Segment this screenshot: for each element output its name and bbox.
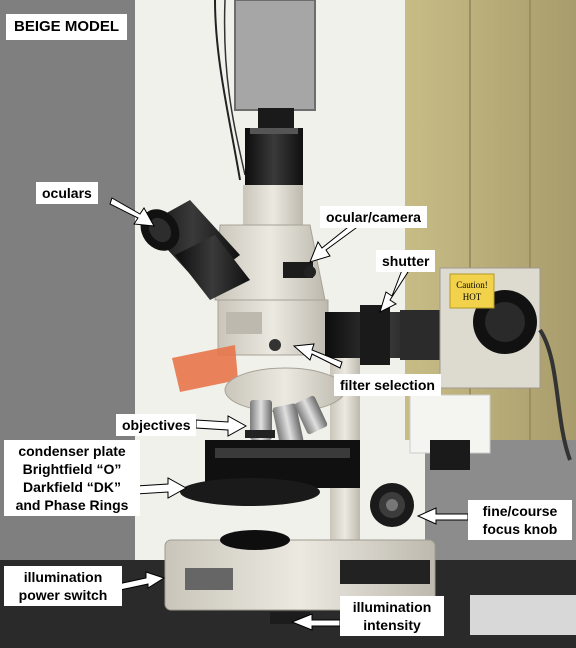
camera-tube bbox=[245, 128, 303, 190]
label-shutter: shutter bbox=[376, 250, 436, 272]
camera-body bbox=[235, 0, 315, 110]
title-label: BEIGE MODEL bbox=[6, 14, 128, 40]
objectives-group bbox=[245, 395, 328, 447]
arrow-shutter bbox=[379, 269, 409, 313]
arrow-intensity bbox=[290, 613, 341, 631]
orange-filter bbox=[172, 345, 238, 392]
left-backdrop bbox=[0, 0, 140, 648]
arrow-objectives bbox=[195, 415, 248, 437]
caution-line2: HOT bbox=[463, 292, 482, 302]
ocular-tubes bbox=[140, 200, 250, 300]
condenser-plate bbox=[180, 478, 320, 506]
label-ocular-camera: ocular/camera bbox=[320, 206, 427, 228]
label-intensity: illumination intensity bbox=[340, 596, 444, 636]
arrow-focus-knob bbox=[416, 507, 469, 525]
column-arm bbox=[330, 320, 360, 550]
label-oculars: oculars bbox=[36, 182, 98, 204]
arrow-power-switch bbox=[117, 571, 166, 591]
label-filter-selection: filter selection bbox=[334, 374, 441, 396]
arrow-ocular-camera bbox=[309, 223, 357, 263]
arrows bbox=[109, 197, 469, 631]
arrow-oculars bbox=[109, 197, 155, 227]
arrow-filter-selection bbox=[292, 343, 343, 369]
upper-column bbox=[243, 185, 303, 225]
caution-line1: Caution! bbox=[456, 280, 488, 290]
microscope-base bbox=[164, 539, 436, 611]
label-objectives: objectives bbox=[116, 414, 197, 436]
arrow-condenser bbox=[135, 477, 188, 499]
label-condenser: condenser plate Brightfield “O” Darkfiel… bbox=[4, 440, 140, 516]
label-focus-knob: fine/course focus knob bbox=[468, 500, 572, 540]
label-power-switch: illumination power switch bbox=[4, 566, 122, 606]
caution-sign bbox=[449, 273, 495, 309]
